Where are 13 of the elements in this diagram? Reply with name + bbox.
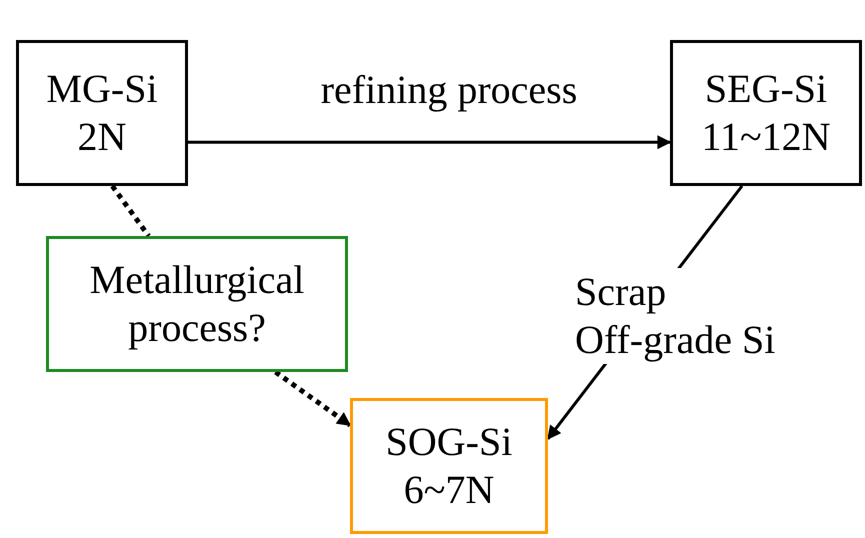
node-text: SOG-Si [386, 418, 512, 466]
process-box [350, 398, 548, 534]
node-text: Metallurgical process? [88, 256, 306, 352]
process-box [16, 40, 188, 186]
process-box [670, 40, 862, 186]
node-text: 6~7N [404, 466, 494, 514]
node-text: MG-Si [46, 65, 158, 113]
arrow [274, 370, 352, 428]
node-text: 11~12N [701, 113, 831, 161]
process-box [46, 236, 348, 372]
node-text: 2N [78, 113, 126, 161]
arrow [188, 135, 672, 150]
node-text: SEG-Si [704, 65, 828, 113]
